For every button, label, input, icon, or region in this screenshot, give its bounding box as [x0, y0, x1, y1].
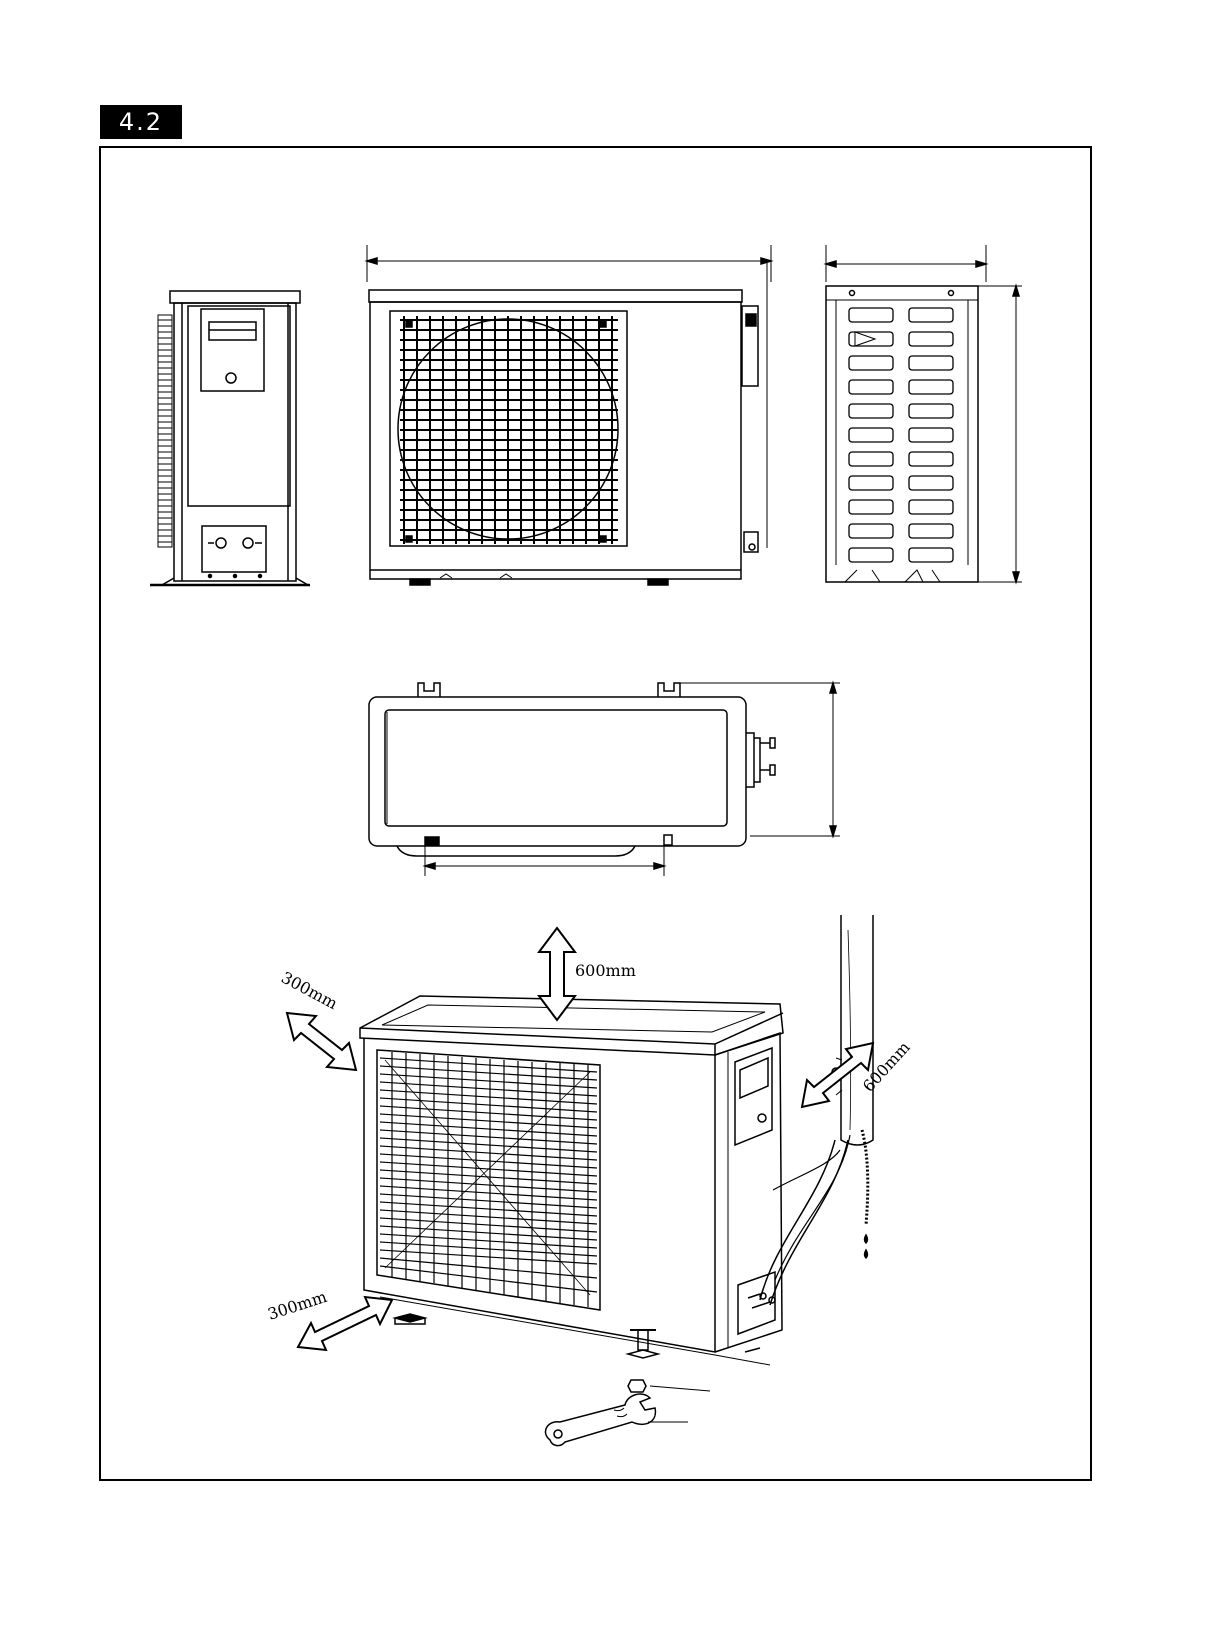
clearance-arrow-top — [539, 928, 575, 1020]
iso-grille-bars — [380, 1052, 597, 1307]
isometric-view — [287, 915, 873, 1446]
clearance-arrow-back-upper — [287, 1013, 356, 1070]
clearance-arrow-side — [802, 1043, 873, 1107]
side-coil-fins — [158, 315, 172, 547]
side-view — [150, 291, 310, 585]
clearance-label-top: 600mm — [575, 961, 636, 980]
clearance-label-back-lower: 300mm — [265, 1287, 329, 1324]
top-view — [369, 683, 840, 876]
rear-view — [826, 245, 1022, 582]
front-view — [367, 245, 771, 585]
rear-vent-slots — [849, 308, 953, 562]
clearance-label-back-upper: 300mm — [278, 968, 341, 1013]
